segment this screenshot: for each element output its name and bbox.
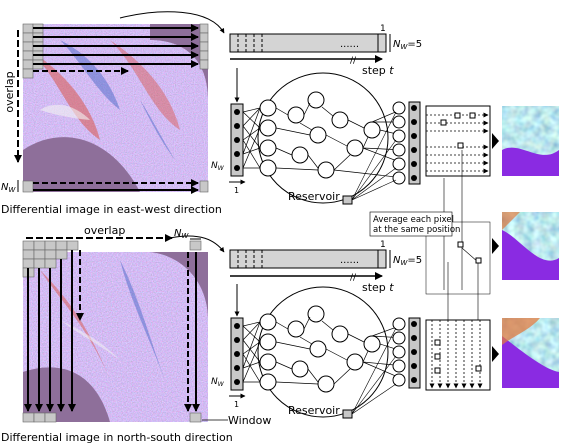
ns-step-label: step t: [362, 281, 394, 294]
ns-nw-top: NW: [174, 228, 201, 240]
ew-nw-eq: NW=5: [393, 39, 422, 51]
ns-caption: Differential image in north-south direct…: [1, 431, 233, 444]
ew-reservoir-label: Reservoir: [288, 190, 340, 203]
ew-time-buffer: [229, 33, 387, 53]
average-note: Average each pixel at the same position: [369, 211, 460, 237]
ns-overlap-label: overlap: [84, 224, 125, 237]
ns-one-label: 1: [234, 400, 239, 409]
ns-window-grid: [22, 240, 202, 423]
ns-nw-left: NW: [211, 377, 225, 388]
result-image-avg: [502, 212, 559, 280]
ew-break-mark: //: [350, 56, 357, 66]
ns-break-mark: //: [350, 273, 357, 283]
ew-buffer-index: 1: [380, 24, 386, 34]
ew-step-label: step t: [362, 64, 394, 77]
svg-text:NW: NW: [1, 182, 16, 194]
ns-buffer-dots: ......: [340, 255, 359, 266]
ns-scan-arrows: [24, 250, 200, 412]
ew-scan-arrows: [33, 24, 199, 194]
ns-nw-eq: NW=5: [393, 255, 422, 267]
avg-result-arrow: [492, 238, 499, 254]
svg-text:at the same position: at the same position: [373, 225, 460, 235]
ns-reservoir-label: Reservoir: [288, 404, 340, 417]
result-image-ew: [502, 106, 559, 176]
ns-output-matrix: [425, 319, 499, 391]
ew-buffer-dots: ......: [340, 39, 359, 50]
ew-nw-side: NW: [1, 180, 19, 194]
window-label: Window: [228, 414, 271, 427]
ew-reservoir: [230, 68, 421, 205]
ew-caption: Differential image in east-west directio…: [1, 203, 222, 216]
ns-differential-image: [23, 252, 208, 422]
svg-text:Average each pixel: Average each pixel: [373, 215, 454, 225]
ew-one-label: 1: [234, 186, 239, 195]
ew-overlap-label: overlap: [3, 71, 16, 112]
ew-nw-left: NW: [211, 161, 225, 172]
ns-to-buffer-arrow: [169, 235, 225, 253]
svg-text:NW: NW: [174, 228, 189, 240]
ns-buffer-index: 1: [380, 240, 386, 250]
result-image-ns: [502, 318, 559, 388]
ew-differential-image: [23, 24, 208, 192]
ns-reservoir: [230, 284, 421, 419]
ew-output-matrix: [425, 105, 499, 177]
ns-time-buffer: [229, 249, 387, 269]
ew-to-buffer-arrow: [119, 11, 225, 34]
